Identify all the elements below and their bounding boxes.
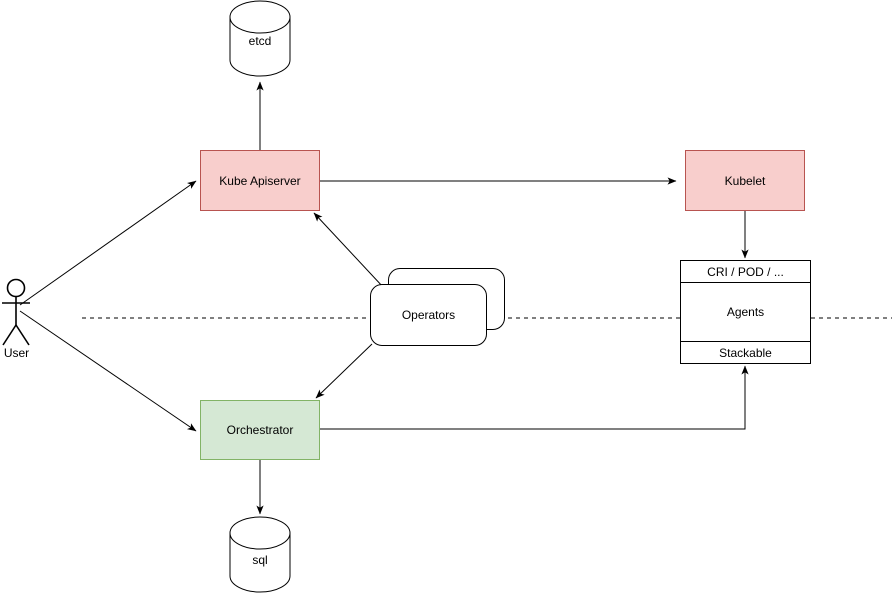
agents-node[interactable]: CRI / POD / ... Agents Stackable (680, 260, 811, 364)
agents-main-label: Agents (726, 305, 765, 319)
kube-apiserver-node[interactable]: Kube Apiserver (200, 150, 320, 211)
edge-operators-to-orchestrator (315, 343, 373, 399)
kubelet-node[interactable]: Kubelet (685, 150, 805, 211)
edge-orchestrator-to-agents (320, 365, 749, 430)
user-label: User (3, 346, 30, 360)
operators-label: Operators (401, 308, 456, 322)
edge-user-to-kube-apiserver (19, 180, 197, 306)
etcd-cylinder-shape (229, 0, 291, 77)
edge-user-to-orchestrator (19, 310, 197, 432)
operators-front-card: Operators (370, 284, 487, 346)
agents-segment-stackable[interactable]: Stackable (681, 341, 810, 363)
operators-node[interactable]: Operators (370, 268, 505, 346)
user-actor-icon (2, 278, 30, 346)
kubelet-label: Kubelet (724, 173, 766, 188)
agents-cri-pod-label: CRI / POD / ... (707, 264, 784, 279)
edge-operators-to-kube-apiserver (313, 212, 385, 289)
agents-stackable-label: Stackable (719, 345, 772, 360)
kube-apiserver-label: Kube Apiserver (219, 173, 301, 188)
sql-cylinder-shape (229, 516, 291, 593)
agents-segment-agents[interactable]: Agents (681, 283, 810, 341)
orchestrator-label: Orchestrator (226, 423, 294, 437)
agents-segment-cri-pod[interactable]: CRI / POD / ... (681, 261, 810, 283)
orchestrator-node[interactable]: Orchestrator (200, 400, 320, 460)
